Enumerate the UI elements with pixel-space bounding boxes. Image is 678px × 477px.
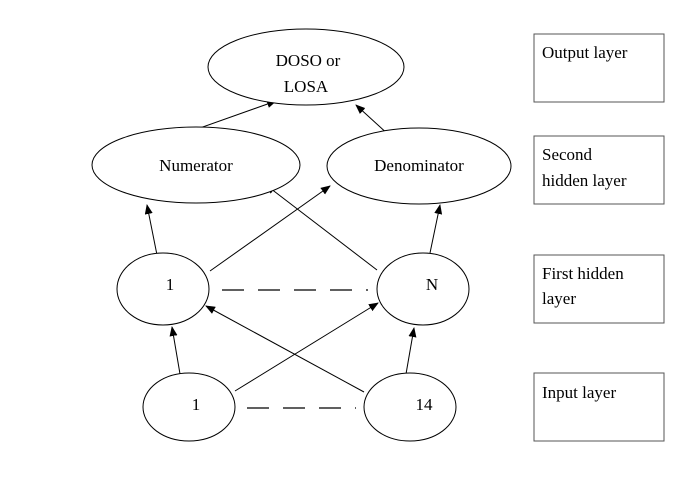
hidden-node-n: N [376,252,470,326]
hidden-node-1: 1 [116,252,210,326]
edge-i14-to-h1 [205,305,365,393]
first-hidden-layer-label-line-1: First hidden [542,264,624,283]
input-node-1: 1 [142,372,236,442]
edge-hN-to-denominator [429,204,443,254]
hidden-node-1-label: 1 [166,275,175,294]
numerator-node: Numerator [91,126,301,204]
input-layer-label: Input layer [533,372,665,442]
output-layer-label-line-1: Output layer [542,43,628,62]
output-node: DOSO or LOSA [207,28,405,106]
edges [144,100,443,393]
first-hidden-layer-label: First hidden layer [533,254,665,324]
denominator-label: Denominator [374,156,464,175]
first-hidden-layer-label-line-2: layer [542,289,576,308]
second-hidden-layer-label-line-2: hidden layer [542,171,627,190]
output-layer-label: Output layer [533,33,665,103]
numerator-label: Numerator [159,156,233,175]
second-hidden-layer-label: Second hidden layer [533,135,665,205]
second-hidden-layer-label-line-1: Second [542,145,593,164]
hidden-node-n-label: N [426,275,438,294]
denominator-node: Denominator [326,127,512,205]
edge-i1-to-h1 [169,326,181,375]
edge-h1-to-numerator [144,204,158,256]
edge-h1-to-denominator [209,185,331,272]
edge-i14-to-hN [405,327,417,375]
input-node-14-label: 14 [416,395,434,414]
input-layer-label-line-1: Input layer [542,383,616,402]
edge-i1-to-hN [234,302,379,392]
input-node-1-label: 1 [192,395,201,414]
output-node-line-2: LOSA [284,77,329,96]
input-node-14: 14 [363,372,457,442]
edge-hN-to-numerator [265,184,378,271]
output-node-line-1: DOSO or [276,51,341,70]
